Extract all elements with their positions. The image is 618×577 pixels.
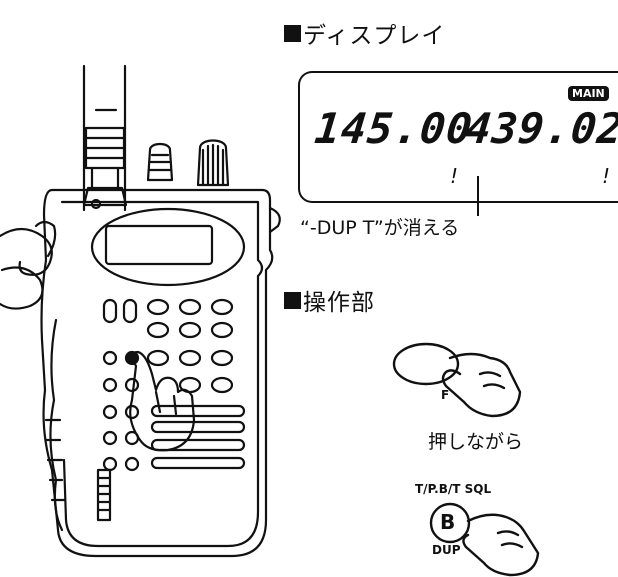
antenna-base	[84, 126, 126, 170]
right-hand	[129, 350, 196, 452]
b-key-letter: B	[440, 510, 456, 534]
press-and-hold-caption: 押しながら	[428, 431, 524, 453]
main-badge: MAIN	[568, 86, 609, 101]
f-key	[392, 342, 460, 386]
radio-body	[40, 188, 274, 558]
frequency-left: 145.00	[312, 104, 476, 153]
left-hand	[0, 227, 53, 310]
b-key-bottom-label: DUP	[432, 543, 461, 557]
tuning-knob	[196, 139, 230, 187]
lcd-display	[298, 71, 618, 203]
radio-illustration	[0, 64, 281, 558]
side-grip	[49, 318, 64, 532]
dup-off-caption: “-DUP T”が消える	[300, 217, 460, 239]
f-key-label: F	[441, 388, 450, 402]
heading-square-bullet	[284, 291, 301, 309]
b-key-illustration	[429, 502, 540, 577]
b-key-top-label: T/P.B/T SQL	[415, 482, 492, 496]
caption-leader-line	[477, 176, 479, 216]
hand-pressing-b	[462, 513, 540, 577]
hand-pressing-f	[441, 352, 522, 418]
f-key-illustration	[392, 342, 522, 418]
heading-square-bullet	[284, 24, 301, 42]
b-key	[429, 502, 471, 544]
segment-indicator-right: !	[600, 164, 613, 188]
display-heading: ディスプレイ	[284, 16, 445, 50]
control-heading-text: 操作部	[303, 290, 375, 316]
display-window	[90, 207, 246, 287]
frequency-right: 439.02	[463, 104, 618, 153]
display-heading-text: ディスプレイ	[303, 23, 446, 49]
control-heading: 操作部	[284, 283, 375, 317]
segment-indicator-left: !	[448, 164, 461, 188]
keypad	[102, 298, 246, 472]
side-strap	[268, 206, 281, 234]
volume-knob	[146, 142, 174, 182]
